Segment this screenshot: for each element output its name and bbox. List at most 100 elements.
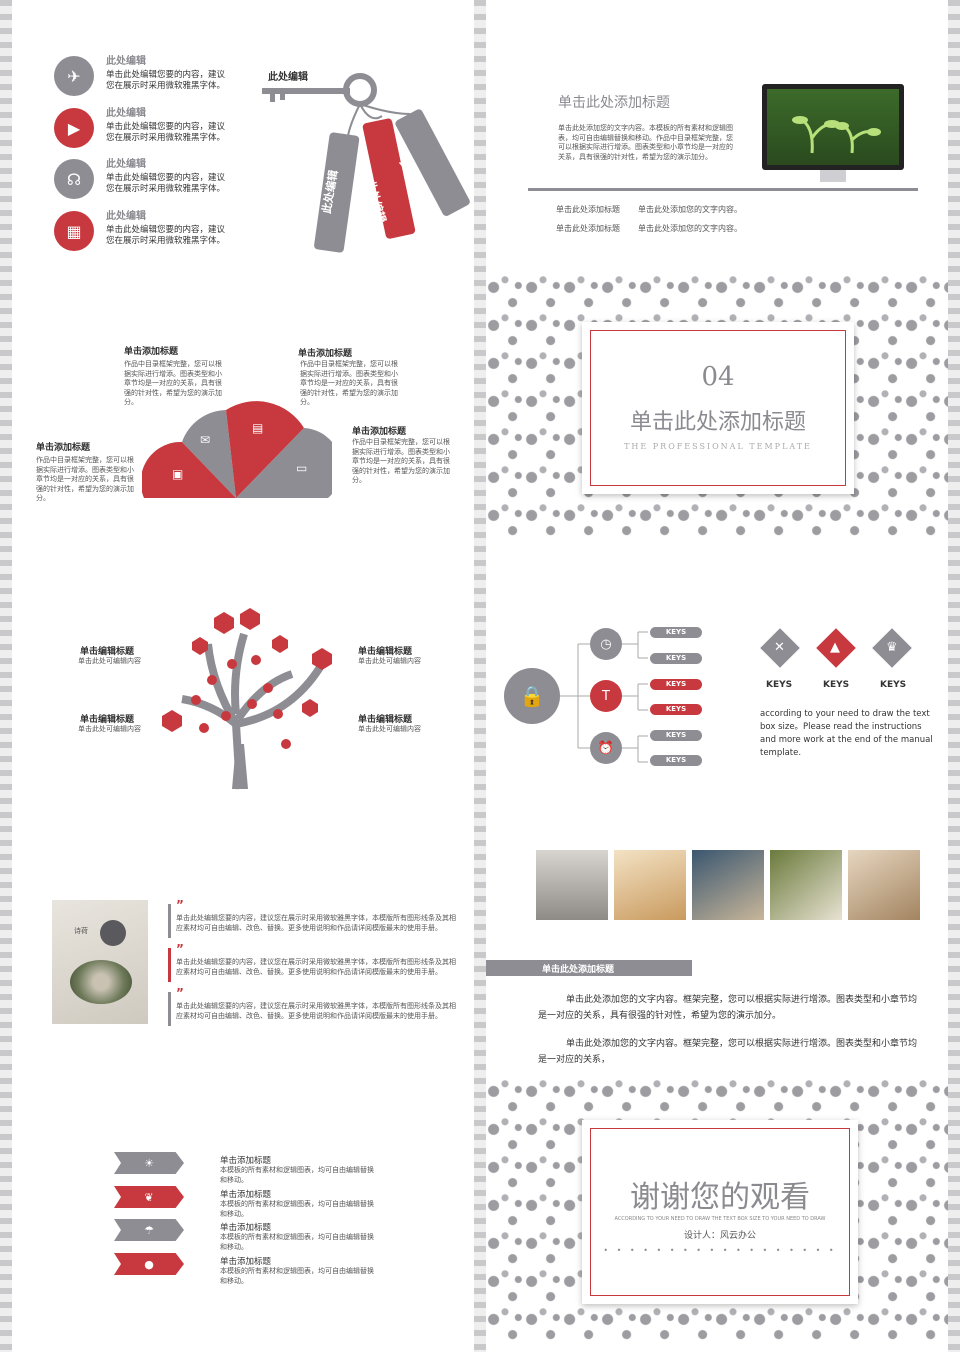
block-title: 单击添加标题 — [36, 443, 91, 453]
block-title: 单击添加标题 — [298, 349, 353, 359]
item-title: 此处编辑 — [106, 108, 146, 119]
row-label: 单击此处添加标题 — [556, 224, 620, 233]
item-title: 此处编辑 — [106, 211, 146, 222]
slide-1-key-tags[interactable]: ✈ 此处编辑 单击此处编辑您要的内容，建议 您在展示时采用微软雅黑字体。 ▶ 此… — [12, 8, 474, 270]
slide-title: 单击此处添加标题 — [558, 95, 670, 111]
key-illustration — [262, 73, 470, 253]
slide-4-section[interactable]: 04 单击此处添加标题 THE PROFESSIONAL TEMPLATE — [486, 276, 948, 538]
glasses-photo — [536, 850, 608, 920]
thanks-card: 谢谢您的观看 ACCORDING TO YOUR NEED TO DRAW TH… — [582, 1120, 858, 1304]
section-number: 04 — [701, 362, 735, 392]
divider — [528, 188, 918, 191]
item-body: 本模板的所有素材和逻辑图表，均可自由编辑替换和移动。 — [220, 1267, 374, 1285]
cap-glyph: ▲ — [830, 640, 840, 655]
item-title: 此处编辑 — [106, 56, 146, 67]
svg-text:▤: ▤ — [252, 421, 263, 435]
alarm-icon: ⏰ — [590, 732, 622, 764]
slide-5-tree[interactable]: 单击编辑标题 单击此处可编辑内容 单击编辑标题 单击此处可编辑内容 单击编辑标题… — [12, 544, 474, 806]
label-sub: 单击此处可编辑内容 — [78, 657, 141, 665]
block-body: 作品中目录框架完整，您可以根据实际进行增添。图表类型和小章节均是一对应的关系，具… — [352, 438, 450, 484]
tools-glyph: ✕ — [774, 640, 785, 655]
quote-bar — [168, 948, 171, 982]
thanks-title: 谢谢您的观看 — [630, 1180, 810, 1215]
lock-icon: 🔒 — [504, 668, 560, 724]
sun-icon: ☀ — [114, 1152, 184, 1174]
slide-3-cloud-chart[interactable]: 单击添加标题 作品中目录框架完整，您可以根据实际进行增添。图表类型和小章节均是一… — [12, 276, 474, 538]
phone-photo — [848, 850, 920, 920]
slide-body: 单击此处添加您的文字内容。本模板的所有素材和逻辑图表，均可自由编辑替换和移动。作… — [558, 124, 733, 161]
title-bar: 单击此处添加标题 — [486, 960, 692, 976]
section-title: 单击此处添加标题 — [629, 410, 806, 435]
label-sub: 单击此处可编辑内容 — [78, 725, 141, 733]
quote-mark: ” — [176, 942, 184, 956]
play-icon: ▶ — [54, 108, 94, 148]
keys-pill: KEYS — [650, 755, 702, 766]
quote-text: 单击此处编辑您要的内容，建议您在展示时采用微软雅黑字体，本模版所有图形线条及其相… — [176, 1002, 456, 1020]
block-body: 作品中目录框架完整，您可以根据实际进行增添。图表类型和小章节均是一对应的关系，具… — [124, 360, 222, 406]
succulent-photo: 诗荷 — [52, 900, 148, 1024]
bar-title: 单击此处添加标题 — [542, 965, 615, 975]
item-title: 单击添加标题 — [220, 1257, 272, 1267]
item-line: 您在展示时采用微软雅黑字体。 — [106, 133, 226, 143]
row-value: 单击此处添加您的文字内容。 — [638, 224, 742, 233]
quote-text: 单击此处编辑您要的内容，建议您在展示时采用微软雅黑字体，本模版所有图形线条及其相… — [176, 958, 456, 976]
calendar-icon: ▦ — [54, 211, 94, 251]
row-value: 单击此处添加您的文字内容。 — [638, 205, 742, 214]
slide-9-arrow-list[interactable]: ☀ 单击添加标题 本模板的所有素材和逻辑图表，均可自由编辑替换和移动。 ❦ 单击… — [12, 1080, 474, 1342]
block-body: 作品中目录框架完整，您可以根据实际进行增添。图表类型和小章节均是一对应的关系，具… — [300, 360, 398, 406]
middle-border — [474, 0, 486, 1352]
keys-pill: KEYS — [650, 653, 702, 664]
slide-6-keys-diagram[interactable]: 🔒 ◷ T ⏰ KEYS KEYS KEYS KEYS KEYS KEYS ✕ … — [486, 544, 948, 806]
item-title: 单击添加标题 — [220, 1156, 272, 1166]
right-border — [948, 0, 960, 1352]
item-title: 单击添加标题 — [220, 1223, 272, 1233]
designer: 设计人：风云办公 — [683, 1231, 756, 1241]
quote-mark: ” — [176, 986, 184, 1000]
connector-lines — [558, 631, 648, 763]
timer-icon: ◷ — [590, 628, 622, 660]
item-line: 单击此处编辑您要的内容，建议 — [106, 173, 226, 183]
dot-divider: • • • • • • • • • • • • • • • • • • — [603, 1246, 837, 1255]
block-body: 作品中目录框架完整，您可以根据实际进行增添。图表类型和小章节均是一对应的关系，具… — [36, 456, 134, 502]
tree-illustration — [162, 608, 332, 790]
umbrella-icon: ☂ — [114, 1219, 184, 1241]
photo-caption: 诗荷 — [74, 927, 88, 935]
key-label: 此处编辑 — [268, 72, 308, 83]
keys-pill: KEYS — [650, 704, 702, 715]
cloud-chart: ▣ ✉ ▤ ▭ — [142, 401, 332, 498]
leaf-icon: ❦ — [114, 1186, 184, 1208]
item-line: 单击此处编辑您要的内容，建议 — [106, 225, 226, 235]
item-line: 您在展示时采用微软雅黑字体。 — [106, 184, 226, 194]
item-line: 您在展示时采用微软雅黑字体。 — [106, 81, 226, 91]
paragraph: 单击此处添加您的文字内容。框架完整，您可以根据实际进行增添。图表类型和小章节均是… — [538, 995, 918, 1021]
keyboard-photo — [692, 850, 764, 920]
paragraph: 单击此处添加您的文字内容。框架完整，您可以根据实际进行增添。图表类型和小章节均是… — [538, 1039, 918, 1065]
keys-description: according to your need to draw the text … — [760, 709, 933, 758]
trophy-glyph: ♛ — [886, 640, 898, 655]
headphones-icon: ☊ — [54, 159, 94, 199]
pencil-photo — [614, 850, 686, 920]
quote-text: 单击此处编辑您要的内容，建议您在展示时采用微软雅黑字体，本模版所有图形线条及其相… — [176, 914, 456, 932]
keys-pill: KEYS — [650, 730, 702, 741]
row-label: 单击此处添加标题 — [556, 205, 620, 214]
thanks-subtitle: ACCORDING TO YOUR NEED TO DRAW THE TEXT … — [614, 1216, 826, 1222]
quote-bar — [168, 992, 171, 1026]
slide-10-thanks[interactable]: 谢谢您的观看 ACCORDING TO YOUR NEED TO DRAW TH… — [486, 1080, 948, 1342]
item-line: 您在展示时采用微软雅黑字体。 — [106, 236, 226, 246]
label-title: 单击编辑标题 — [80, 715, 135, 725]
item-title: 单击添加标题 — [220, 1190, 272, 1200]
label-title: 单击编辑标题 — [358, 647, 413, 657]
label-sub: 单击此处可编辑内容 — [358, 725, 421, 733]
item-body: 本模板的所有素材和逻辑图表，均可自由编辑替换和移动。 — [220, 1166, 374, 1184]
item-body: 本模板的所有素材和逻辑图表，均可自由编辑替换和移动。 — [220, 1200, 374, 1218]
slide-7-quotes[interactable]: 诗荷 ” 单击此处编辑您要的内容，建议您在展示时采用微软雅黑字体，本模版所有图形… — [12, 812, 474, 1074]
item-body: 本模板的所有素材和逻辑图表，均可自由编辑替换和移动。 — [220, 1233, 374, 1251]
svg-text:▣: ▣ — [172, 467, 183, 481]
slide-8-photo-strip[interactable]: 单击此处添加标题 单击此处添加您的文字内容。框架完整，您可以根据实际进行增添。图… — [486, 812, 948, 1074]
slide-2-monitor[interactable]: 单击此处添加标题 单击此处添加您的文字内容。本模板的所有素材和逻辑图表，均可自由… — [486, 8, 948, 270]
keys-label: KEYS — [880, 680, 907, 690]
item-title: 此处编辑 — [106, 159, 146, 170]
label-title: 单击编辑标题 — [358, 715, 413, 725]
monitor — [762, 84, 904, 182]
item-line: 单击此处编辑您要的内容，建议 — [106, 122, 226, 132]
